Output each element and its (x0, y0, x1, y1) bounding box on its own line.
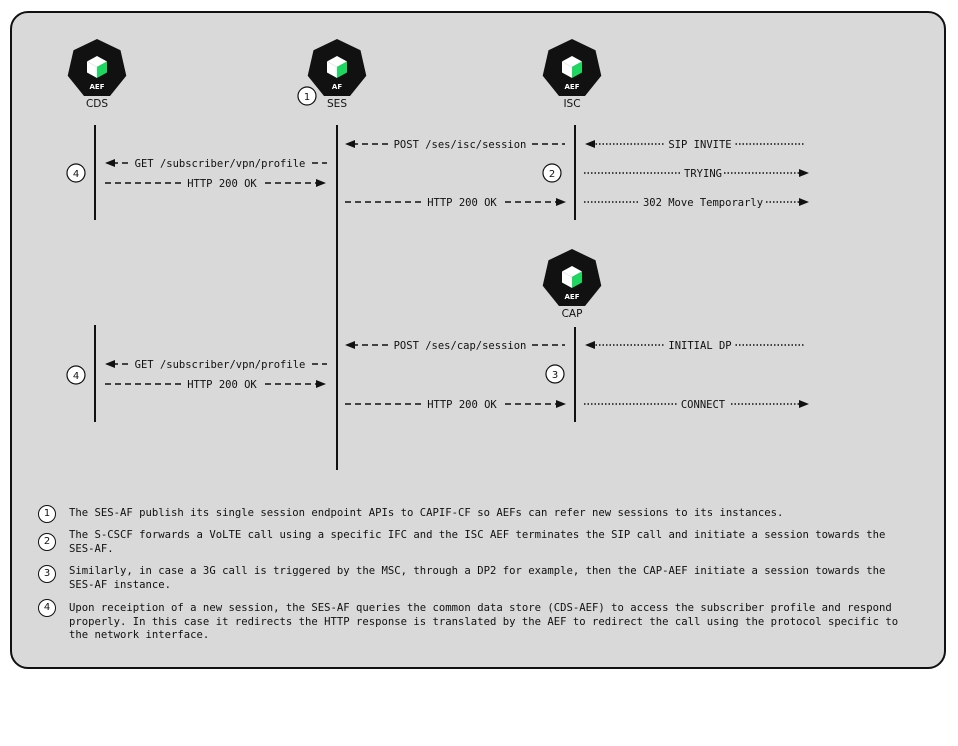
isc-node: AEF ISC (542, 39, 602, 110)
cds-badge: AEF (90, 83, 105, 91)
msg-initial-dp: INITIAL DP (668, 340, 731, 352)
cds-label: CDS (86, 98, 108, 110)
arrowhead-right-icon (316, 179, 326, 187)
arrowhead-left-icon (585, 140, 595, 148)
svg-text:1: 1 (304, 92, 310, 103)
step-badge-2: 2 (542, 163, 562, 183)
cap-node: AEF CAP (542, 249, 602, 320)
svg-text:2: 2 (549, 169, 555, 180)
svg-text:4: 4 (73, 169, 79, 180)
msg-trying: TRYING (684, 168, 722, 180)
msg-post-isc: POST /ses/isc/session (394, 139, 527, 151)
ses-badge: AF (332, 83, 342, 91)
msg-http-ok-cap: HTTP 200 OK (427, 399, 497, 411)
note-number-1: 1 (38, 505, 56, 523)
msg-connect: CONNECT (681, 399, 726, 411)
arrowhead-left-icon (585, 341, 595, 349)
note-4: Upon receiption of a new session, the SE… (69, 602, 899, 641)
arrowhead-right-icon (799, 198, 809, 206)
cds-node: AEF CDS (67, 39, 127, 110)
arrowhead-left-icon (105, 159, 115, 167)
cap-label: CAP (562, 308, 583, 320)
arrowhead-right-icon (556, 198, 566, 206)
step-badge-3: 3 (545, 364, 565, 384)
msg-get-profile-2: GET /subscriber/vpn/profile (135, 359, 306, 371)
msg-http-ok-isc: HTTP 200 OK (427, 197, 497, 209)
note-2: The S-CSCF forwards a VoLTE call using a… (69, 529, 886, 555)
msg-http-ok-cds-1: HTTP 200 OK (187, 178, 257, 190)
step-badge-4b: 4 (66, 365, 86, 385)
arrowhead-right-icon (316, 380, 326, 388)
note-number-2: 2 (38, 533, 56, 551)
ses-label: SES (327, 98, 347, 110)
msg-get-profile-1: GET /subscriber/vpn/profile (135, 158, 306, 170)
svg-text:4: 4 (73, 371, 79, 382)
note-1: The SES-AF publish its single session en… (69, 507, 784, 519)
step-badge-1: 1 (297, 86, 317, 106)
note-number-4: 4 (38, 599, 56, 617)
step-badge-4: 4 (66, 163, 86, 183)
arrowhead-right-icon (556, 400, 566, 408)
note-number-3: 3 (38, 565, 56, 583)
msg-post-cap: POST /ses/cap/session (394, 340, 527, 352)
msg-moved: 302 Move Temporarly (643, 197, 763, 209)
msg-http-ok-cds-2: HTTP 200 OK (187, 379, 257, 391)
arrowhead-right-icon (799, 400, 809, 408)
arrowhead-left-icon (345, 341, 355, 349)
note-3: Similarly, in case a 3G call is triggere… (69, 565, 886, 591)
arrowhead-right-icon (799, 169, 809, 177)
arrowhead-left-icon (345, 140, 355, 148)
cap-badge: AEF (565, 293, 580, 301)
ses-node: AF SES (307, 39, 367, 110)
isc-label: ISC (563, 98, 580, 110)
isc-badge: AEF (565, 83, 580, 91)
svg-text:3: 3 (552, 370, 558, 381)
arrowhead-left-icon (105, 360, 115, 368)
msg-sip-invite: SIP INVITE (668, 139, 731, 151)
